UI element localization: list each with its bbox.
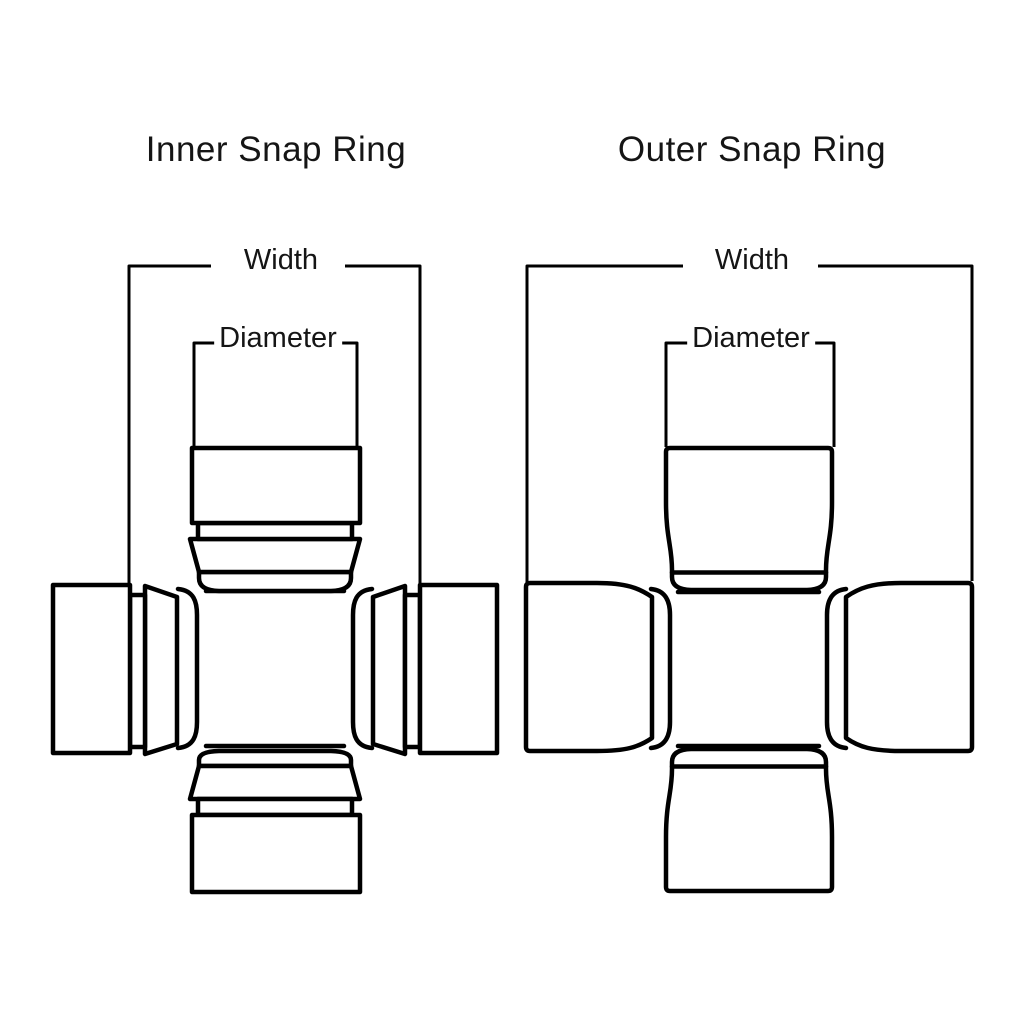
outer-right-cap xyxy=(843,580,975,754)
outer-top-arm xyxy=(663,445,835,593)
outer-width-bracket xyxy=(525,264,974,582)
inner-right-arm xyxy=(370,582,500,757)
outer-diagram xyxy=(523,264,975,894)
inner-left-snapring xyxy=(142,583,180,757)
inner-diameter-label: Diameter xyxy=(214,322,342,355)
outer-width-label: Width xyxy=(709,244,795,277)
outer-right-arm xyxy=(843,580,975,754)
outer-bottom-arm xyxy=(663,746,835,894)
inner-bottom-snapring-groove xyxy=(195,796,355,818)
outer-diagram-title: Outer Snap Ring xyxy=(617,130,887,169)
outer-body xyxy=(648,586,849,751)
inner-diagram-title: Inner Snap Ring xyxy=(145,130,407,169)
outer-left-cap xyxy=(523,580,655,754)
inner-left-arm xyxy=(50,582,180,757)
inner-bottom-arm xyxy=(187,748,363,895)
outer-bottom-cap xyxy=(663,746,835,894)
inner-bottom-cap xyxy=(189,812,363,895)
inner-right-cap xyxy=(417,582,500,756)
inner-top-skirt xyxy=(196,569,354,594)
inner-diameter-bracket xyxy=(192,341,359,447)
outer-top-cap xyxy=(663,445,835,593)
inner-width-bracket xyxy=(127,264,422,585)
inner-left-cap xyxy=(50,582,133,756)
inner-top-snapring-groove xyxy=(195,520,355,542)
inner-width-label: Width xyxy=(238,244,324,277)
inner-diagram xyxy=(50,264,500,895)
inner-top-arm xyxy=(187,445,363,594)
inner-bottom-skirt xyxy=(196,748,354,769)
inner-top-cap xyxy=(189,445,363,526)
inner-right-snapring xyxy=(370,583,408,757)
outer-diameter-bracket xyxy=(664,341,836,447)
inner-body xyxy=(175,586,375,751)
inner-bottom-taper xyxy=(187,763,363,802)
outer-diameter-label: Diameter xyxy=(687,322,815,355)
outer-left-arm xyxy=(523,580,655,754)
inner-top-taper xyxy=(187,536,363,575)
